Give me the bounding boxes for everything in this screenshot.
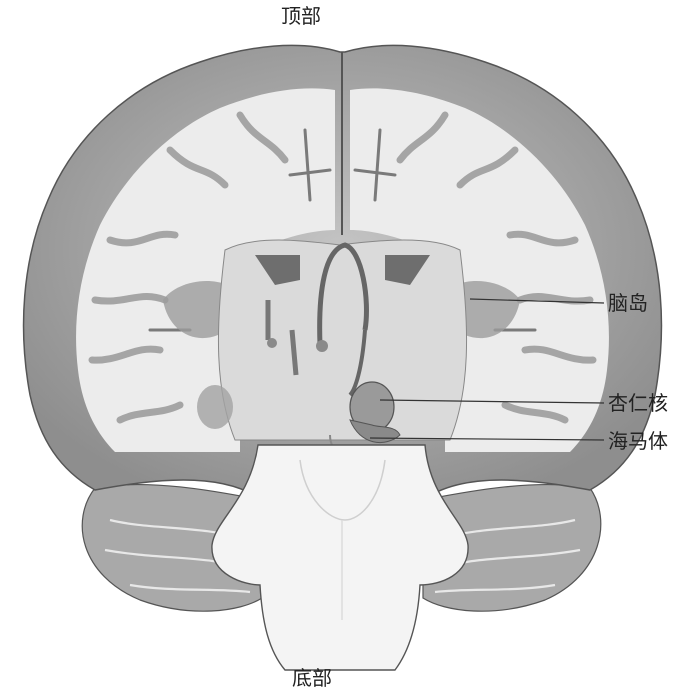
amygdala-label: 杏仁核 <box>608 393 668 413</box>
deep-structures <box>218 240 466 440</box>
brainstem <box>212 445 468 670</box>
top-orientation-label: 顶部 <box>281 6 321 26</box>
hippocampus-label: 海马体 <box>608 431 668 451</box>
insula-label: 脑岛 <box>608 293 648 313</box>
bottom-orientation-label: 底部 <box>292 668 332 688</box>
